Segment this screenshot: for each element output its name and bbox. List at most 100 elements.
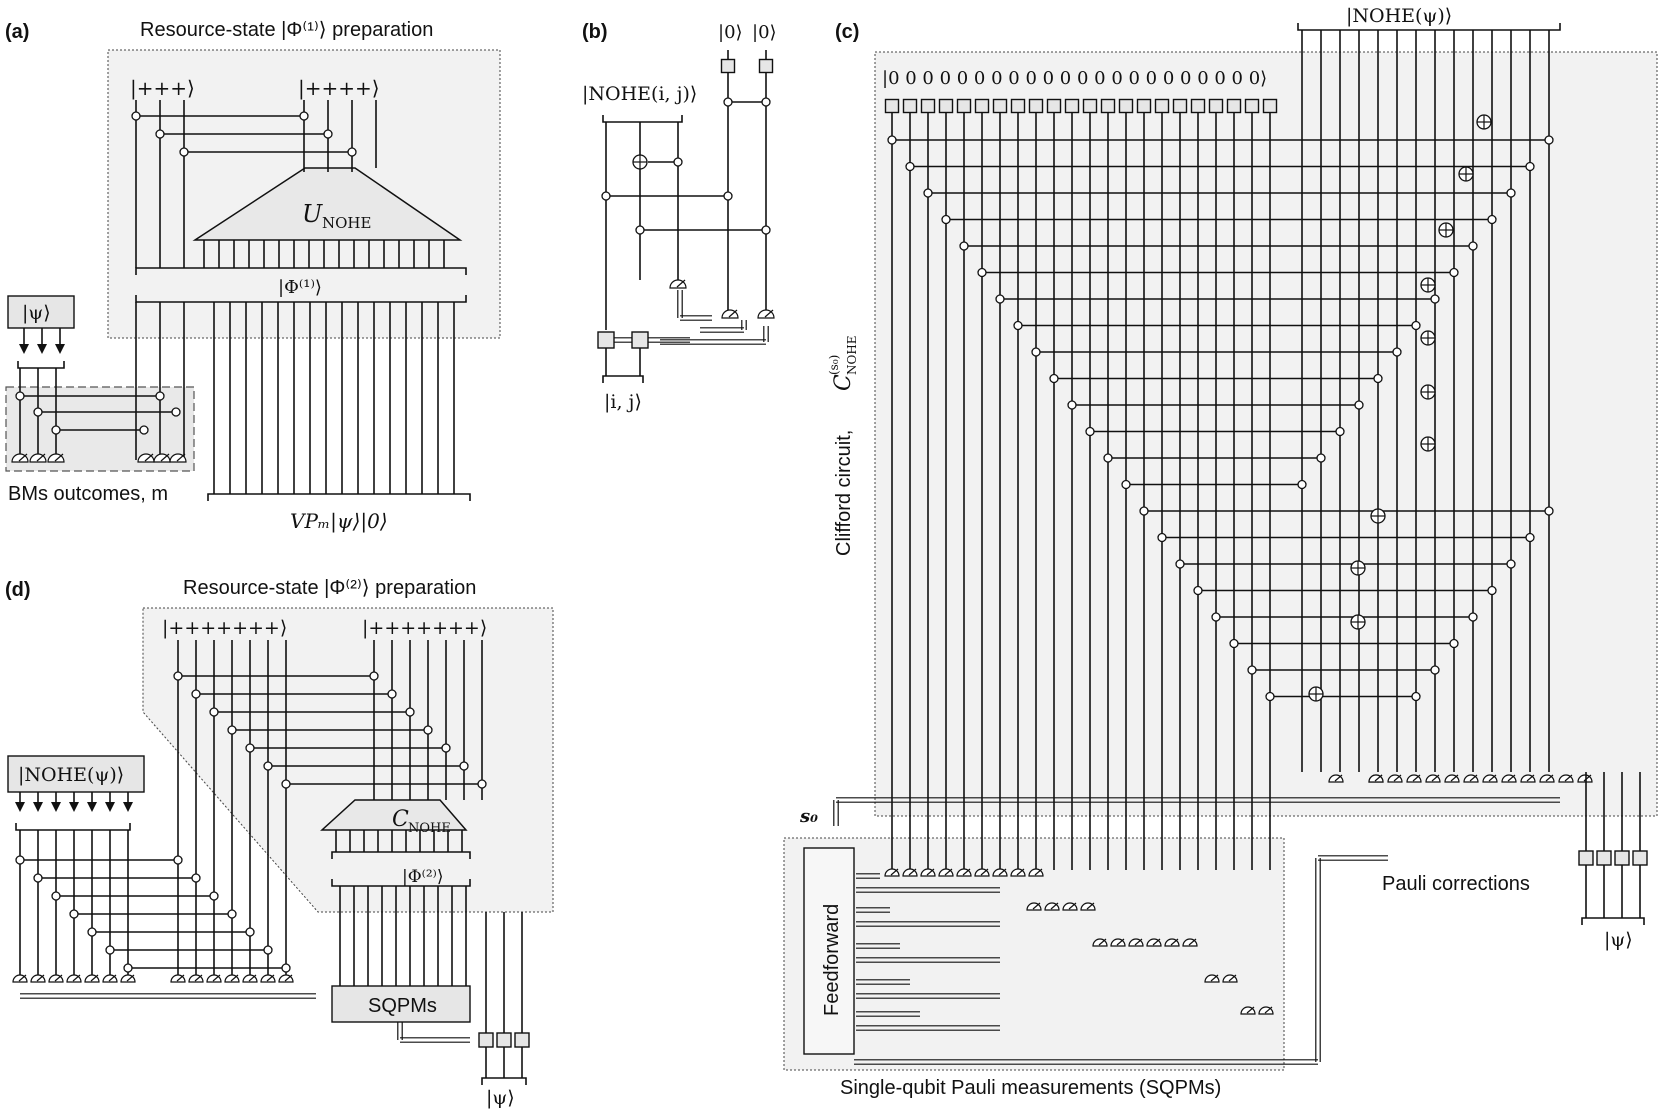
zero-prep-square xyxy=(758,58,774,74)
bm-outcomes-label: BMs outcomes, m xyxy=(8,483,168,505)
clifford-control xyxy=(1468,241,1478,251)
meter-needle xyxy=(176,974,185,982)
panel-a-title: Resource-state |Φ⁽¹⁾⟩ preparation xyxy=(140,19,433,41)
u-nohe-symbol: U xyxy=(302,200,323,228)
c-nohe-symbol: C xyxy=(392,807,409,832)
clifford-control xyxy=(1013,320,1023,331)
sqpms-label: SQPMs xyxy=(368,995,437,1017)
control-dot xyxy=(347,147,357,157)
meter-needle xyxy=(1374,774,1383,782)
zero-init-square xyxy=(1046,98,1062,114)
clifford-control xyxy=(1411,691,1421,702)
clifford-control xyxy=(923,188,933,198)
psi-input-label: |ψ⟩ xyxy=(22,302,51,324)
meter-needle xyxy=(1334,774,1343,782)
input-arrow xyxy=(123,802,133,812)
control-dot xyxy=(51,891,61,901)
zero-init-square xyxy=(902,98,918,114)
input-arrow xyxy=(37,344,47,354)
clifford-control xyxy=(1449,267,1459,278)
s0-label: s₀ xyxy=(799,806,818,827)
pauli-correction-square xyxy=(514,1032,530,1048)
panel-b: (b) |0⟩ |0⟩ |NOHE(i, j)⟩ |i, j⟩ xyxy=(582,21,777,413)
ket-zero-2: |0⟩ xyxy=(752,22,777,43)
pauli-corrections-label: Pauli corrections xyxy=(1382,873,1530,895)
meter-needle xyxy=(36,453,46,462)
control-dot xyxy=(369,671,379,681)
nohe-ij-label: |NOHE(i, j)⟩ xyxy=(582,83,697,105)
control-dot xyxy=(635,225,645,235)
zero-init-square xyxy=(920,98,936,114)
meter-needle xyxy=(1469,774,1478,782)
input-arrow xyxy=(33,802,43,812)
input-arrow xyxy=(87,802,97,812)
control-dot xyxy=(179,147,189,157)
feedforward-box xyxy=(803,847,855,1055)
zero-init-square xyxy=(938,98,954,114)
clifford-control xyxy=(1411,320,1421,331)
meter-needle xyxy=(36,974,45,982)
meter-needle xyxy=(194,974,203,982)
meter-needle xyxy=(1507,774,1516,782)
meter-needle xyxy=(1116,938,1125,946)
pauli-correction-square xyxy=(1632,850,1648,866)
meter-needle xyxy=(248,974,257,982)
control-dot xyxy=(263,761,273,771)
input-arrow xyxy=(69,802,79,812)
control-dot xyxy=(405,707,415,717)
bracket xyxy=(207,493,471,501)
clifford-control xyxy=(941,214,951,225)
ket-plus-7-left: |+++++++⟩ xyxy=(162,617,287,639)
meter-needle xyxy=(1526,774,1535,782)
zero-init-square xyxy=(1226,98,1242,114)
pauli-correction-square xyxy=(496,1032,512,1048)
clifford-symbol: C xyxy=(831,374,856,391)
clifford-control xyxy=(1316,453,1326,463)
clifford-control xyxy=(1525,161,1535,172)
meter-needle xyxy=(1393,774,1402,782)
input-arrow xyxy=(51,802,61,812)
control-dot xyxy=(263,945,273,955)
meter-needle xyxy=(1564,774,1573,782)
panel-b-label: (b) xyxy=(582,21,608,43)
clifford-control xyxy=(1139,506,1149,516)
control-dot xyxy=(173,671,183,681)
clifford-control xyxy=(1506,559,1516,569)
control-dot xyxy=(15,855,25,865)
control-dot xyxy=(387,689,397,699)
meter-needle xyxy=(1264,1006,1273,1014)
clifford-control xyxy=(1265,691,1275,702)
clifford-control xyxy=(1487,585,1497,596)
ket-zero-1: |0⟩ xyxy=(718,22,743,43)
ket-plus-3: |+++⟩ xyxy=(130,76,195,101)
clifford-control xyxy=(1085,426,1095,437)
clifford-control xyxy=(1049,373,1059,384)
clifford-control xyxy=(1449,638,1459,649)
clifford-control xyxy=(1229,638,1239,649)
bracket xyxy=(602,115,683,123)
bracket xyxy=(135,267,467,275)
meter-needle xyxy=(18,974,27,982)
clifford-control xyxy=(887,135,897,145)
bracket xyxy=(17,361,65,369)
clifford-control xyxy=(1430,294,1440,304)
meter-needle xyxy=(908,868,917,876)
meter-needle xyxy=(1170,938,1179,946)
meter-needle xyxy=(230,974,239,982)
control-dot xyxy=(33,873,43,883)
clifford-control xyxy=(1247,665,1257,675)
meter-needle xyxy=(212,974,221,982)
zero-init-square xyxy=(1172,98,1188,114)
meter-needle xyxy=(1412,774,1421,782)
bracket xyxy=(331,879,471,887)
clifford-control xyxy=(1544,506,1554,516)
meter-needle xyxy=(108,974,117,982)
meter-needle xyxy=(1034,868,1043,876)
control-dot xyxy=(33,407,43,417)
meter-needle xyxy=(1086,902,1095,910)
meter-needle xyxy=(54,974,63,982)
resource-state-2-box xyxy=(142,607,554,913)
clifford-control xyxy=(1525,532,1535,543)
meter-needle xyxy=(126,974,135,982)
ket-plus-7-right: |+++++++⟩ xyxy=(362,617,487,639)
